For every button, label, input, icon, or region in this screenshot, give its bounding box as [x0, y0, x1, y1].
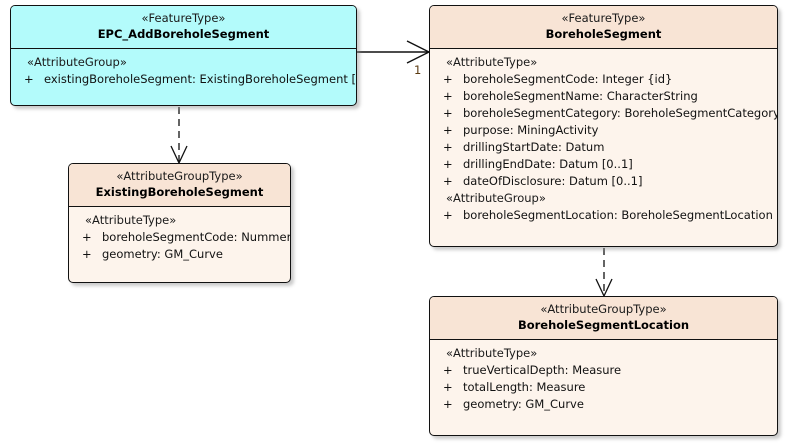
class-box-existing-borehole-segment[interactable]: «AttributeGroupType» ExistingBoreholeSeg…	[68, 163, 291, 283]
attribute-row[interactable]: + drillingEndDate: Datum [0..1]	[434, 156, 773, 173]
class-name: BoreholeSegment	[545, 27, 662, 41]
attribute-text: boreholeSegmentLocation: BoreholeSegment…	[463, 208, 778, 222]
class-name: ExistingBoreholeSegment	[95, 185, 264, 199]
attribute-text: geometry: GM_Curve	[463, 397, 584, 411]
visibility-marker: +	[443, 363, 453, 377]
attribute-row[interactable]: + boreholeSegmentCode: Nummer	[73, 229, 290, 246]
class-stereotype: «FeatureType»	[141, 11, 226, 25]
attribute-text: boreholeSegmentCode: Integer {id}	[463, 72, 673, 86]
attribute-text: existingBoreholeSegment: ExistingBorehol…	[44, 72, 357, 86]
class-name: EPC_AddBoreholeSegment	[97, 27, 270, 41]
class-header: «AttributeGroupType» BoreholeSegmentLoca…	[430, 297, 777, 340]
attribute-text: geometry: GM_Curve	[102, 247, 223, 261]
attribute-group-label: «AttributeType»	[446, 346, 538, 360]
attribute-row[interactable]: + existingBoreholeSegment: ExistingBoreho…	[15, 71, 356, 88]
class-header: «AttributeGroupType» ExistingBoreholeSeg…	[69, 164, 290, 207]
visibility-marker: +	[443, 72, 453, 86]
class-box-borehole-segment[interactable]: «FeatureType» BoreholeSegment «Attribute…	[429, 5, 778, 247]
class-body: «AttributeType» + trueVerticalDepth: Meas…	[430, 340, 777, 419]
attribute-text: dateOfDisclosure: Datum [0..1]	[463, 174, 643, 188]
attribute-group-label: «AttributeGroup»	[446, 191, 546, 205]
connector-dependency-epc-to-existingboreholesegment	[170, 107, 188, 165]
attribute-row[interactable]: + geometry: GM_Curve	[434, 396, 773, 413]
class-header: «FeatureType» BoreholeSegment	[430, 6, 777, 49]
class-box-borehole-segment-location[interactable]: «AttributeGroupType» BoreholeSegmentLoca…	[429, 296, 778, 436]
attribute-group-label: «AttributeType»	[446, 55, 538, 69]
attribute-text: boreholeSegmentCode: Nummer	[102, 230, 291, 244]
multiplicity-label-target: 1	[414, 63, 422, 77]
connector-dependency-boreholesegment-to-boreholesegmentlocation	[595, 248, 613, 298]
visibility-marker: +	[443, 174, 453, 188]
visibility-marker: +	[443, 140, 453, 154]
attribute-text: trueVerticalDepth: Measure	[463, 363, 622, 377]
attribute-group-label: «AttributeGroup»	[27, 55, 127, 69]
class-stereotype: «AttributeGroupType»	[540, 302, 667, 316]
class-header: «FeatureType» EPC_AddBoreholeSegment	[11, 6, 356, 49]
visibility-marker: +	[443, 89, 453, 103]
attribute-row[interactable]: + boreholeSegmentName: CharacterString	[434, 88, 773, 105]
class-stereotype: «FeatureType»	[561, 11, 646, 25]
class-body: «AttributeType» + boreholeSegmentCode: In…	[430, 49, 777, 230]
attribute-row[interactable]: + geometry: GM_Curve	[73, 246, 286, 263]
connector-association-epc-to-boreholesegment	[357, 40, 431, 64]
attribute-text: drillingStartDate: Datum	[463, 140, 605, 154]
attribute-text: purpose: MiningActivity	[463, 123, 599, 137]
visibility-marker: +	[443, 397, 453, 411]
class-box-epc-add-borehole-segment[interactable]: «FeatureType» EPC_AddBoreholeSegment «At…	[10, 5, 357, 106]
attribute-row[interactable]: + totalLength: Measure	[434, 379, 773, 396]
visibility-marker: +	[443, 208, 453, 222]
attribute-row[interactable]: + boreholeSegmentLocation: BoreholeSegmen…	[434, 207, 777, 224]
class-body: «AttributeGroup» + existingBoreholeSegmen…	[11, 49, 356, 94]
attribute-row[interactable]: + trueVerticalDepth: Measure	[434, 362, 773, 379]
attribute-text: boreholeSegmentCategory: BoreholeSegment…	[463, 106, 778, 120]
attribute-row[interactable]: + boreholeSegmentCode: Integer {id}	[434, 71, 773, 88]
visibility-marker: +	[24, 72, 34, 86]
attribute-text: boreholeSegmentName: CharacterString	[463, 89, 698, 103]
visibility-marker: +	[443, 123, 453, 137]
visibility-marker: +	[82, 247, 92, 261]
attribute-row[interactable]: + drillingStartDate: Datum	[434, 139, 773, 156]
visibility-marker: +	[443, 106, 453, 120]
attribute-row[interactable]: + dateOfDisclosure: Datum [0..1]	[434, 173, 773, 190]
attribute-text: totalLength: Measure	[463, 380, 586, 394]
class-name: BoreholeSegmentLocation	[517, 318, 690, 332]
visibility-marker: +	[443, 157, 453, 171]
attribute-group-label: «AttributeType»	[85, 213, 177, 227]
attribute-row[interactable]: + purpose: MiningActivity	[434, 122, 773, 139]
class-body: «AttributeType» + boreholeSegmentCode: Nu…	[69, 207, 290, 269]
visibility-marker: +	[443, 380, 453, 394]
visibility-marker: +	[82, 230, 92, 244]
class-stereotype: «AttributeGroupType»	[116, 169, 243, 183]
attribute-text: drillingEndDate: Datum [0..1]	[463, 157, 633, 171]
attribute-row[interactable]: + boreholeSegmentCategory: BoreholeSegmen…	[434, 105, 777, 122]
